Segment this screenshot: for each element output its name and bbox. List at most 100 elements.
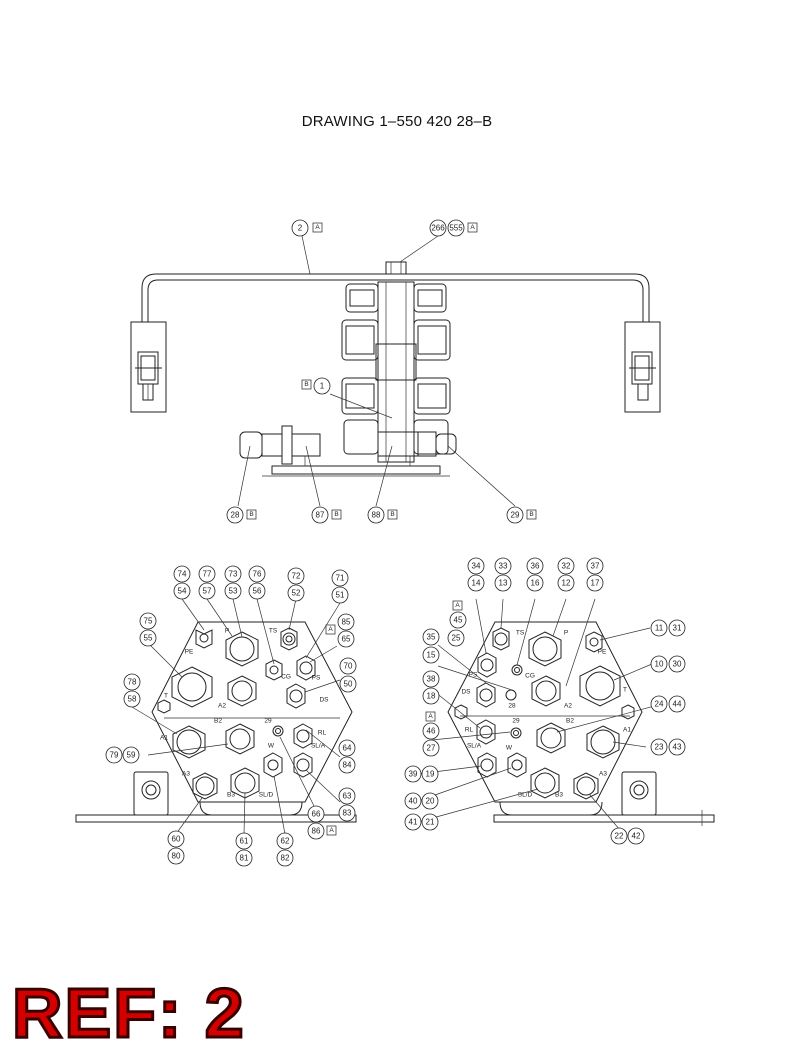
callout-38-18: 38 18 [422, 670, 440, 705]
svg-text:A1: A1 [160, 735, 168, 742]
svg-text:43: 43 [673, 743, 682, 752]
svg-text:P: P [225, 628, 229, 635]
svg-text:42: 42 [632, 832, 641, 841]
svg-text:B: B [334, 511, 338, 518]
callout-1: B 1 [301, 377, 331, 395]
callout-35-25-15: 35 25 15 [422, 628, 465, 664]
svg-text:53: 53 [229, 587, 238, 596]
callout-46-27: A 46 27 [422, 711, 440, 757]
callout-28: 28 B [226, 506, 257, 524]
svg-text:55: 55 [144, 634, 153, 643]
svg-text:T: T [623, 687, 627, 694]
svg-text:29: 29 [264, 718, 272, 725]
svg-text:72: 72 [292, 572, 301, 581]
callout-36-16: 36 16 [526, 557, 544, 592]
svg-text:52: 52 [292, 589, 301, 598]
svg-text:83: 83 [343, 809, 352, 818]
svg-text:46: 46 [427, 727, 436, 736]
svg-text:B2: B2 [566, 718, 574, 725]
svg-text:W: W [268, 743, 275, 750]
svg-text:38: 38 [427, 675, 436, 684]
svg-text:36: 36 [531, 562, 540, 571]
svg-text:16: 16 [531, 579, 540, 588]
svg-text:A2: A2 [564, 703, 572, 710]
svg-text:A2: A2 [218, 703, 226, 710]
svg-text:82: 82 [281, 854, 290, 863]
svg-text:85: 85 [342, 618, 351, 627]
svg-text:19: 19 [426, 770, 435, 779]
svg-text:2: 2 [298, 224, 303, 233]
svg-text:W: W [506, 745, 513, 752]
svg-text:SL/D: SL/D [259, 792, 274, 799]
callout-45: A45 [449, 600, 467, 629]
svg-text:B3: B3 [555, 792, 563, 799]
svg-text:34: 34 [472, 562, 481, 571]
callout-29: 29 B [506, 506, 537, 524]
svg-text:A: A [329, 827, 334, 834]
svg-text:78: 78 [128, 678, 137, 687]
svg-text:A: A [315, 224, 320, 231]
svg-text:25: 25 [452, 634, 461, 643]
svg-text:41: 41 [409, 818, 418, 827]
svg-text:21: 21 [426, 818, 435, 827]
svg-text:B: B [529, 511, 533, 518]
svg-text:32: 32 [562, 562, 571, 571]
svg-text:27: 27 [427, 744, 436, 753]
svg-text:66: 66 [312, 810, 321, 819]
svg-text:59: 59 [127, 751, 136, 760]
svg-text:65: 65 [342, 635, 351, 644]
svg-text:77: 77 [203, 570, 212, 579]
callout-76-56: 76 56 [248, 565, 266, 600]
svg-text:18: 18 [427, 692, 436, 701]
svg-text:1: 1 [320, 382, 325, 391]
left-view-leaders [131, 598, 341, 835]
top-view-leaders [237, 235, 516, 507]
svg-text:B: B [390, 511, 394, 518]
svg-text:56: 56 [253, 587, 262, 596]
callout-72-52: 72 52 [287, 567, 305, 602]
svg-text:57: 57 [203, 587, 212, 596]
svg-text:B: B [249, 511, 253, 518]
svg-text:76: 76 [253, 570, 262, 579]
svg-text:62: 62 [281, 837, 290, 846]
right-view-leaders [417, 598, 663, 831]
svg-text:35: 35 [427, 633, 436, 642]
top-assembly-view [130, 261, 661, 477]
svg-text:CG: CG [525, 673, 535, 680]
drawing-title: DRAWING 1–550 420 28–B [301, 113, 493, 130]
callout-63-83: 63 83 [338, 787, 356, 822]
svg-text:40: 40 [409, 797, 418, 806]
svg-text:15: 15 [427, 651, 436, 660]
svg-text:B2: B2 [214, 718, 222, 725]
svg-text:63: 63 [343, 792, 352, 801]
callout-62-82: 62 82 [276, 832, 294, 867]
svg-text:71: 71 [336, 574, 345, 583]
svg-text:23: 23 [655, 743, 664, 752]
svg-text:A3: A3 [182, 771, 190, 778]
svg-text:29: 29 [511, 511, 520, 520]
svg-text:14: 14 [472, 579, 481, 588]
svg-text:50: 50 [344, 680, 353, 689]
svg-text:44: 44 [673, 700, 682, 709]
right-end-view: TS P PE PS CG T DS 28 A2 RL 29 B2 A1 SL/… [447, 621, 715, 826]
svg-text:P: P [564, 630, 568, 637]
svg-text:PS: PS [469, 672, 478, 679]
svg-text:73: 73 [229, 570, 238, 579]
svg-text:DS: DS [461, 689, 471, 696]
svg-text:A: A [428, 713, 433, 720]
svg-text:87: 87 [316, 511, 325, 520]
